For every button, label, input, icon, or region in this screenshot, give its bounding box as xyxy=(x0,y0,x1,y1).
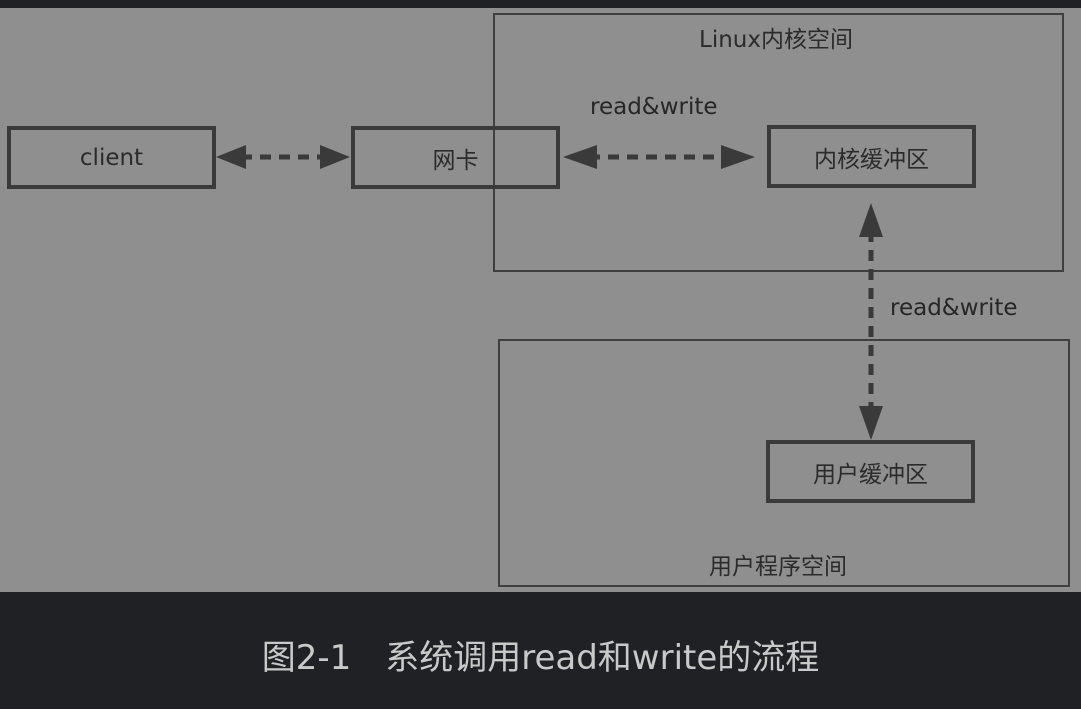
nic-kernel-arrow xyxy=(563,145,755,169)
kernel-space-region xyxy=(493,13,1064,272)
figure-caption: 图2-1 系统调用read和write的流程 xyxy=(261,638,820,678)
diagram-canvas xyxy=(0,8,1081,592)
nic-kernel-edge-label: read&write xyxy=(590,94,718,120)
kernel-space-label: Linux内核空间 xyxy=(699,27,853,53)
client-nic-arrowhead-left xyxy=(216,145,246,169)
nic-node: 网卡 xyxy=(351,126,560,189)
nic-kernel-arrowhead-right xyxy=(721,145,755,169)
client-nic-arrowhead-right xyxy=(320,145,350,169)
edges-layer xyxy=(216,145,883,440)
nic-kernel-arrowhead-left xyxy=(563,145,597,169)
kernel-user-arrowhead-top xyxy=(859,203,883,237)
kernel-user-arrow xyxy=(859,203,883,440)
user-space-region xyxy=(498,339,1070,587)
user-buffer-node: 用户缓冲区 xyxy=(766,440,975,503)
user-space-label: 用户程序空间 xyxy=(709,554,847,580)
kernel-buffer-node: 内核缓冲区 xyxy=(767,125,976,188)
client-nic-arrow xyxy=(216,145,350,169)
kernel-user-edge-label: read&write xyxy=(890,295,1018,321)
client-node: client xyxy=(7,126,216,189)
kernel-user-arrowhead-bottom xyxy=(859,406,883,440)
